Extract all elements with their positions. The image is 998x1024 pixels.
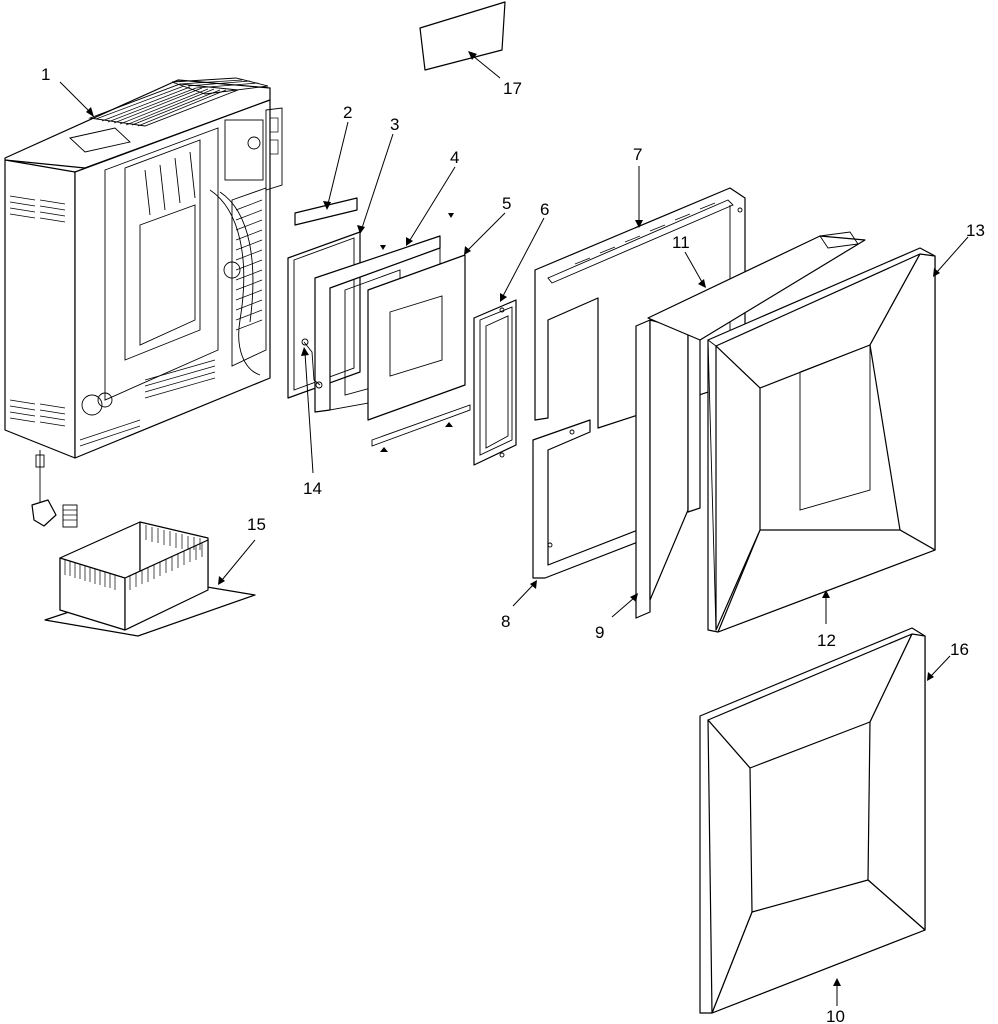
part-17-plate: [419, 1, 506, 71]
callout-13: 13: [966, 221, 985, 240]
callout-8: 8: [501, 612, 510, 631]
callout-7: 7: [633, 145, 642, 164]
callout-15: 15: [247, 515, 266, 534]
part-1-stove-body: [4, 77, 283, 528]
power-cord: [31, 450, 78, 528]
callout-10: 10: [826, 1007, 845, 1024]
part-5-glass-panel: [367, 254, 466, 421]
callout-9: 9: [595, 623, 604, 642]
part-2-bar: [294, 197, 358, 226]
part-8-lower-frame: [532, 419, 639, 579]
tray-ribs: [64, 525, 203, 590]
callout-14: 14: [303, 479, 322, 498]
callout-16: 16: [950, 640, 969, 659]
callout-5: 5: [502, 194, 511, 213]
callout-3: 3: [390, 115, 399, 134]
callout-12: 12: [817, 631, 836, 650]
front-vents: [9, 195, 66, 427]
part-6-back-plate: [473, 299, 517, 466]
callout-17: 17: [503, 79, 522, 98]
callout-2: 2: [343, 103, 352, 122]
top-grille: [69, 77, 269, 153]
part-15-base-tray: [44, 521, 256, 637]
leader-lines: [59, 51, 969, 1006]
callout-11: 11: [672, 233, 690, 252]
callout-6: 6: [540, 200, 549, 219]
part-16-10-second-cover: [699, 627, 926, 1014]
callout-1: 1: [41, 65, 50, 84]
part-12-13-front-cover: [707, 247, 936, 633]
callout-labels: 1 2 3 4 5 6 7 8 9 10 11 12 13 14 15 16 1…: [41, 65, 985, 1024]
callout-4: 4: [450, 148, 459, 167]
interior-mechanics: [79, 107, 283, 447]
part-11-top-panel: [647, 231, 866, 341]
part-9-side-panel: [635, 319, 701, 619]
part-14-handle: [301, 338, 323, 389]
